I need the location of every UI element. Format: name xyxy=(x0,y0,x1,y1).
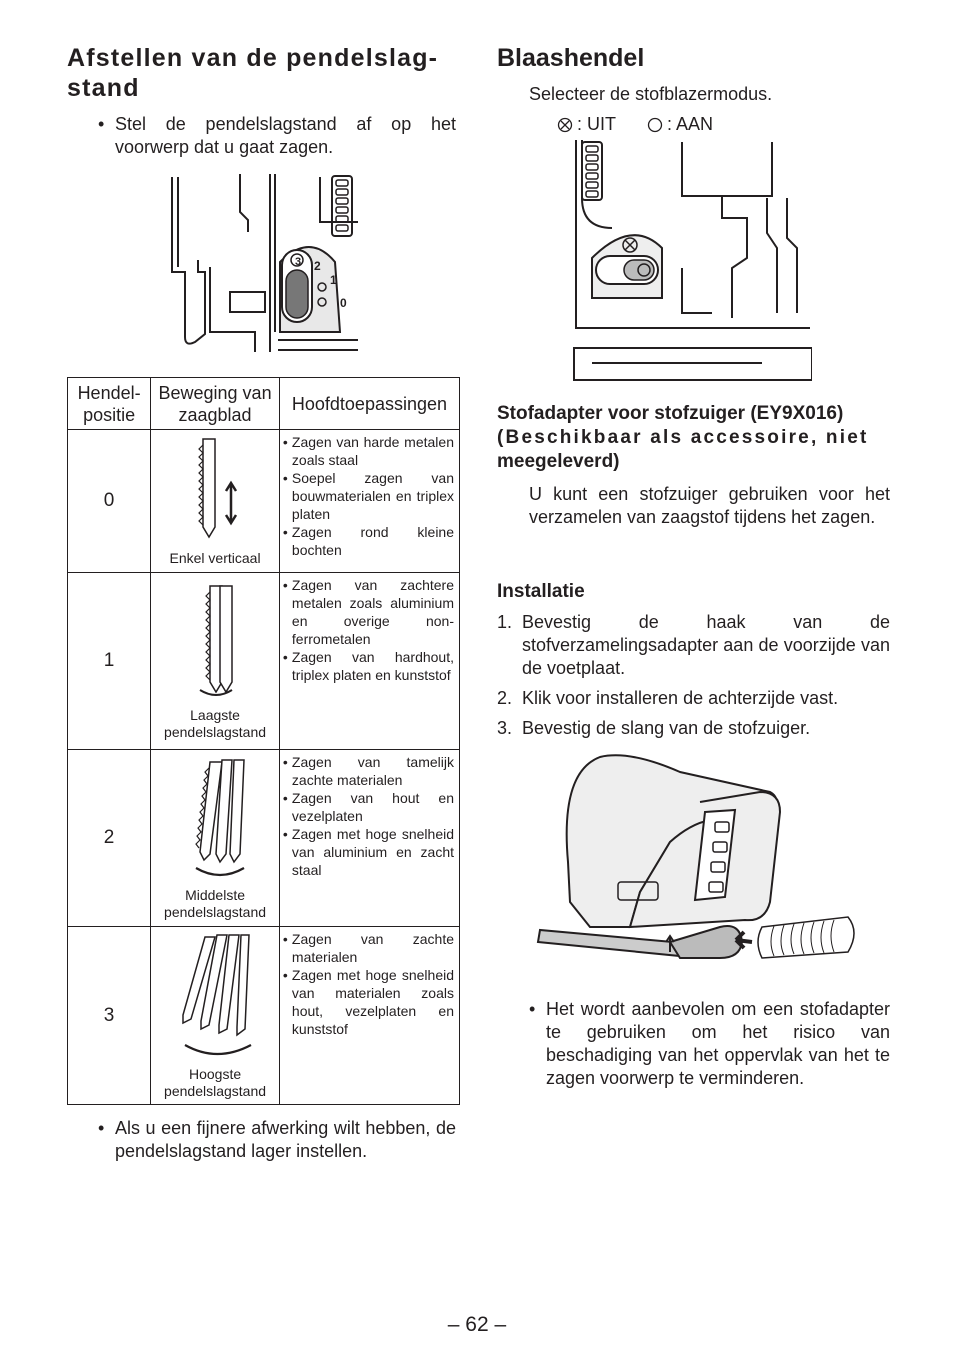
header-blade-motion: Beweging van zaagblad xyxy=(150,377,280,430)
blade-motion-cell: Laagste pendelslagstand xyxy=(150,572,280,750)
list-item: Zagen van tamelijk zachte materialen xyxy=(283,753,454,789)
list-item: 3. Bevestig de slang van de stofzuiger. xyxy=(497,717,890,740)
adapter-note-text: Het wordt aanbevolen om een stofadapter … xyxy=(546,999,890,1088)
intro-bullet: •Stel de pendelslagstand af op het voorw… xyxy=(98,114,456,157)
adapter-text: U kunt een stofzuiger gebruiken voor het… xyxy=(529,484,890,527)
header-position: Hendel-positie xyxy=(66,377,152,430)
adapter-heading-line-3: meegeleverd) xyxy=(497,451,620,472)
table-row: 0 Enkel verticaal Zagen van harde metale… xyxy=(66,429,461,573)
applications-cell: Zagen van zachtere metalen zoals alumini… xyxy=(278,572,461,750)
applications-cell: Zagen van harde metalen zoals staal Soep… xyxy=(278,429,461,573)
blower-legend: : UIT : AAN xyxy=(557,113,713,136)
pendulum-table: Hendel-positie Beweging van zaagblad Hoo… xyxy=(66,377,461,1105)
jigsaw-dust-adapter-illustration xyxy=(536,754,855,959)
on-symbol-icon xyxy=(647,117,663,132)
blade-caption: Enkel verticaal xyxy=(169,550,261,566)
install-steps: 1. Bevestig de haak van de stofverzamelin… xyxy=(497,611,890,747)
footer-bullet-text: Als u een fijnere afwerking wilt hebben,… xyxy=(115,1118,456,1161)
list-item: Zagen van harde metalen zoals staal xyxy=(283,433,454,469)
footer-bullet: •Als u een fijnere afwerking wilt hebben… xyxy=(98,1118,456,1161)
list-item: Zagen met hoge snelheid van aluminium en… xyxy=(283,825,454,879)
list-item: Zagen van hardhout, triplex platen en ku… xyxy=(283,648,454,684)
adapter-heading-line-2-text: (Beschikbaar als accessoire, niet xyxy=(497,427,869,448)
list-item: Zagen van zachtere metalen zoals alumini… xyxy=(283,576,454,648)
adapter-heading: Stofadapter voor stofzuiger (EY9X016) (B… xyxy=(497,402,890,474)
step-text: Bevestig de slang van de stofzuiger. xyxy=(522,718,811,738)
table-row: 1 Laagste pendelslagstand Zagen van zach… xyxy=(66,572,461,750)
applications-cell: Zagen van zachte materialen Zagen met ho… xyxy=(278,926,461,1105)
dial-label-3: 3 xyxy=(295,256,301,268)
blower-lever-illustration xyxy=(573,140,812,381)
table-row: 2 Middelste pendelslagstand Zagen van ta… xyxy=(66,749,461,927)
section-heading-pendulum: Afstellen van de pendelslag- stand xyxy=(67,43,457,103)
step-number: 3. xyxy=(497,718,513,738)
position-cell: 1 xyxy=(66,572,152,750)
blade-motion-cell: Hoogste pendelslagstand xyxy=(150,926,280,1105)
blade-motion-cell: Enkel verticaal xyxy=(150,429,280,573)
position-cell: 2 xyxy=(66,749,152,927)
step-text: Bevestig de haak van de stofverzamelings… xyxy=(522,612,890,678)
list-item: Soepel zagen van bouwmaterialen en tripl… xyxy=(283,469,454,523)
table-header-row: Hendel-positie Beweging van zaagblad Hoo… xyxy=(66,377,461,430)
blade-caption: Hoogste pendelslagstand xyxy=(164,1066,267,1099)
list-item: 1. Bevestig de haak van de stofverzamelin… xyxy=(497,611,890,680)
header-applications: Hoofdtoepassingen xyxy=(278,377,461,430)
list-item: Zagen van zachte materialen xyxy=(283,930,454,966)
step-number: 1. xyxy=(497,612,513,632)
position-cell: 3 xyxy=(66,926,152,1105)
list-item: Zagen rond kleine bochten xyxy=(283,523,454,559)
blade-caption: Laagste pendelslagstand xyxy=(164,706,267,740)
blade-vertical-icon xyxy=(198,438,238,539)
install-heading: Installatie xyxy=(497,581,585,602)
dial-label-1: 1 xyxy=(330,273,337,287)
position-cell: 0 xyxy=(66,429,152,573)
adapter-heading-line-1: Stofadapter voor stofzuiger (EY9X016) xyxy=(497,403,844,424)
dial-label-2: 2 xyxy=(314,259,321,273)
legend-on-label: : AAN xyxy=(667,114,714,134)
step-text: Klik voor installeren de achterzijde vas… xyxy=(522,688,839,708)
intro-bullet-text: Stel de pendelslagstand af op het voorwe… xyxy=(115,114,456,157)
list-item: Zagen van hout en vezelplaten xyxy=(283,789,454,825)
page-number: – 62 – xyxy=(447,1313,507,1336)
heading-line-2: stand xyxy=(67,74,140,102)
dial-label-0: 0 xyxy=(340,296,347,310)
heading-line-1: Afstellen van de pendelslag- xyxy=(67,44,439,72)
pendulum-lever-illustration: 3 2 1 0 xyxy=(171,174,358,352)
blade-mid-orbit-icon xyxy=(195,758,245,876)
adapter-heading-line-2: (Beschikbaar als accessoire, niet xyxy=(497,426,890,450)
adapter-note-bullet: •Het wordt aanbevolen om een stofadapter… xyxy=(529,999,890,1088)
legend-off-label: : UIT xyxy=(577,114,616,134)
section-heading-blower: Blaashendel xyxy=(497,43,644,73)
blower-heading: Blaashendel xyxy=(497,44,645,72)
blade-high-orbit-icon xyxy=(182,934,252,1055)
list-item: 2. Klik voor installeren de achterzijde v… xyxy=(497,687,890,710)
blade-low-orbit-icon xyxy=(199,584,233,696)
table-row: 3 Hoogste pendelslagstand Zagen van zach… xyxy=(66,926,461,1105)
blade-caption: Middelste pendelslagstand xyxy=(164,886,267,920)
applications-cell: Zagen van tamelijk zachte materialen Zag… xyxy=(278,749,461,927)
step-number: 2. xyxy=(497,688,513,708)
off-symbol-icon xyxy=(557,117,573,132)
blower-instruction: Selecteer de stofblazermodus. xyxy=(529,84,773,104)
blade-motion-cell: Middelste pendelslagstand xyxy=(150,749,280,927)
list-item: Zagen met hoge snelheid van materialen z… xyxy=(283,966,454,1038)
